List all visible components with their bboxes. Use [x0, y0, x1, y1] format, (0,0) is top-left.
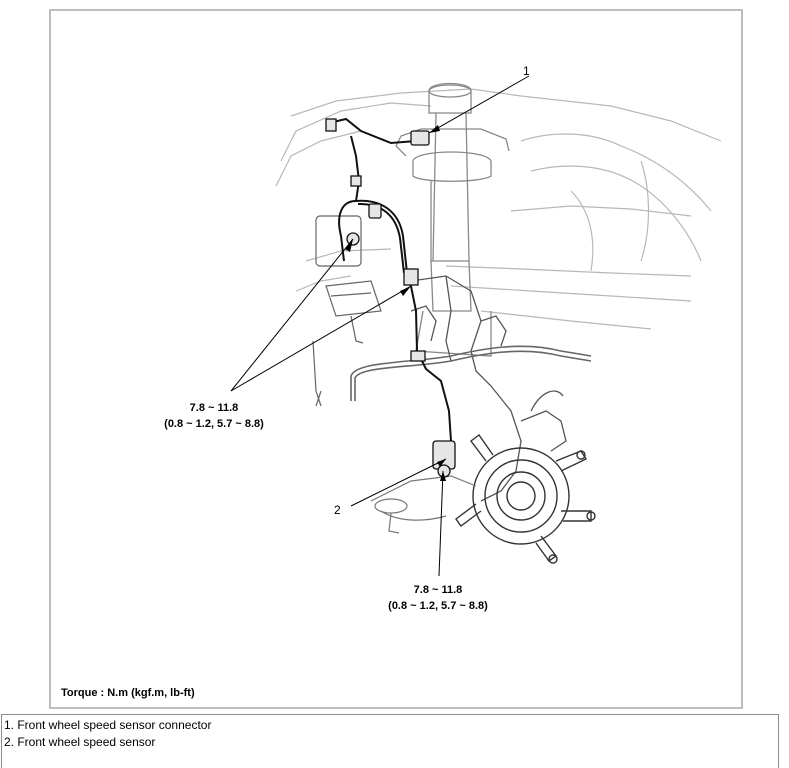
sensor-cable — [328, 117, 453, 462]
leader-line-part1 — [428, 75, 530, 134]
wheel-hub — [455, 434, 596, 564]
lower-torque-alt: (0.8 ~ 1.2, 5.7 ~ 8.8) — [388, 600, 488, 612]
callout-number-1: 1 — [523, 64, 530, 78]
leader-line-part2 — [350, 458, 447, 507]
brake-hose — [350, 345, 592, 401]
parts-legend: 1. Front wheel speed sensor connector 2.… — [1, 714, 779, 768]
background-body-panel — [275, 88, 722, 330]
lower-torque-value: 7.8 ~ 11.8 — [414, 584, 463, 596]
torque-units-note: Torque : N.m (kgf.m, lb-ft) — [61, 687, 195, 699]
leader-arrowheads — [345, 125, 446, 481]
suspension-diagram: 1 2 7.8 ~ 11.8 (0.8 ~ 1.2, 5.7 ~ 8.8) 7.… — [164, 64, 722, 612]
knuckle-assembly — [410, 275, 567, 502]
upper-torque-alt: (0.8 ~ 1.2, 5.7 ~ 8.8) — [164, 418, 264, 430]
caliper-bracket — [312, 215, 382, 407]
leader-line-lower-bolt — [438, 470, 444, 577]
legend-item: 2. Front wheel speed sensor — [4, 735, 156, 749]
sensor-clips — [325, 118, 456, 478]
strut-assembly — [395, 82, 510, 357]
figure-frame: 1 2 7.8 ~ 11.8 (0.8 ~ 1.2, 5.7 ~ 8.8) 7.… — [49, 9, 743, 709]
leader-lines — [230, 75, 530, 577]
leader-line-upper-bolt-a — [230, 238, 354, 392]
leader-line-upper-bolt-b — [230, 285, 412, 392]
upper-torque-value: 7.8 ~ 11.8 — [190, 402, 239, 414]
lower-control-arm — [370, 475, 477, 534]
legend-item: 1. Front wheel speed sensor connector — [4, 718, 212, 732]
callout-number-2: 2 — [334, 503, 341, 517]
